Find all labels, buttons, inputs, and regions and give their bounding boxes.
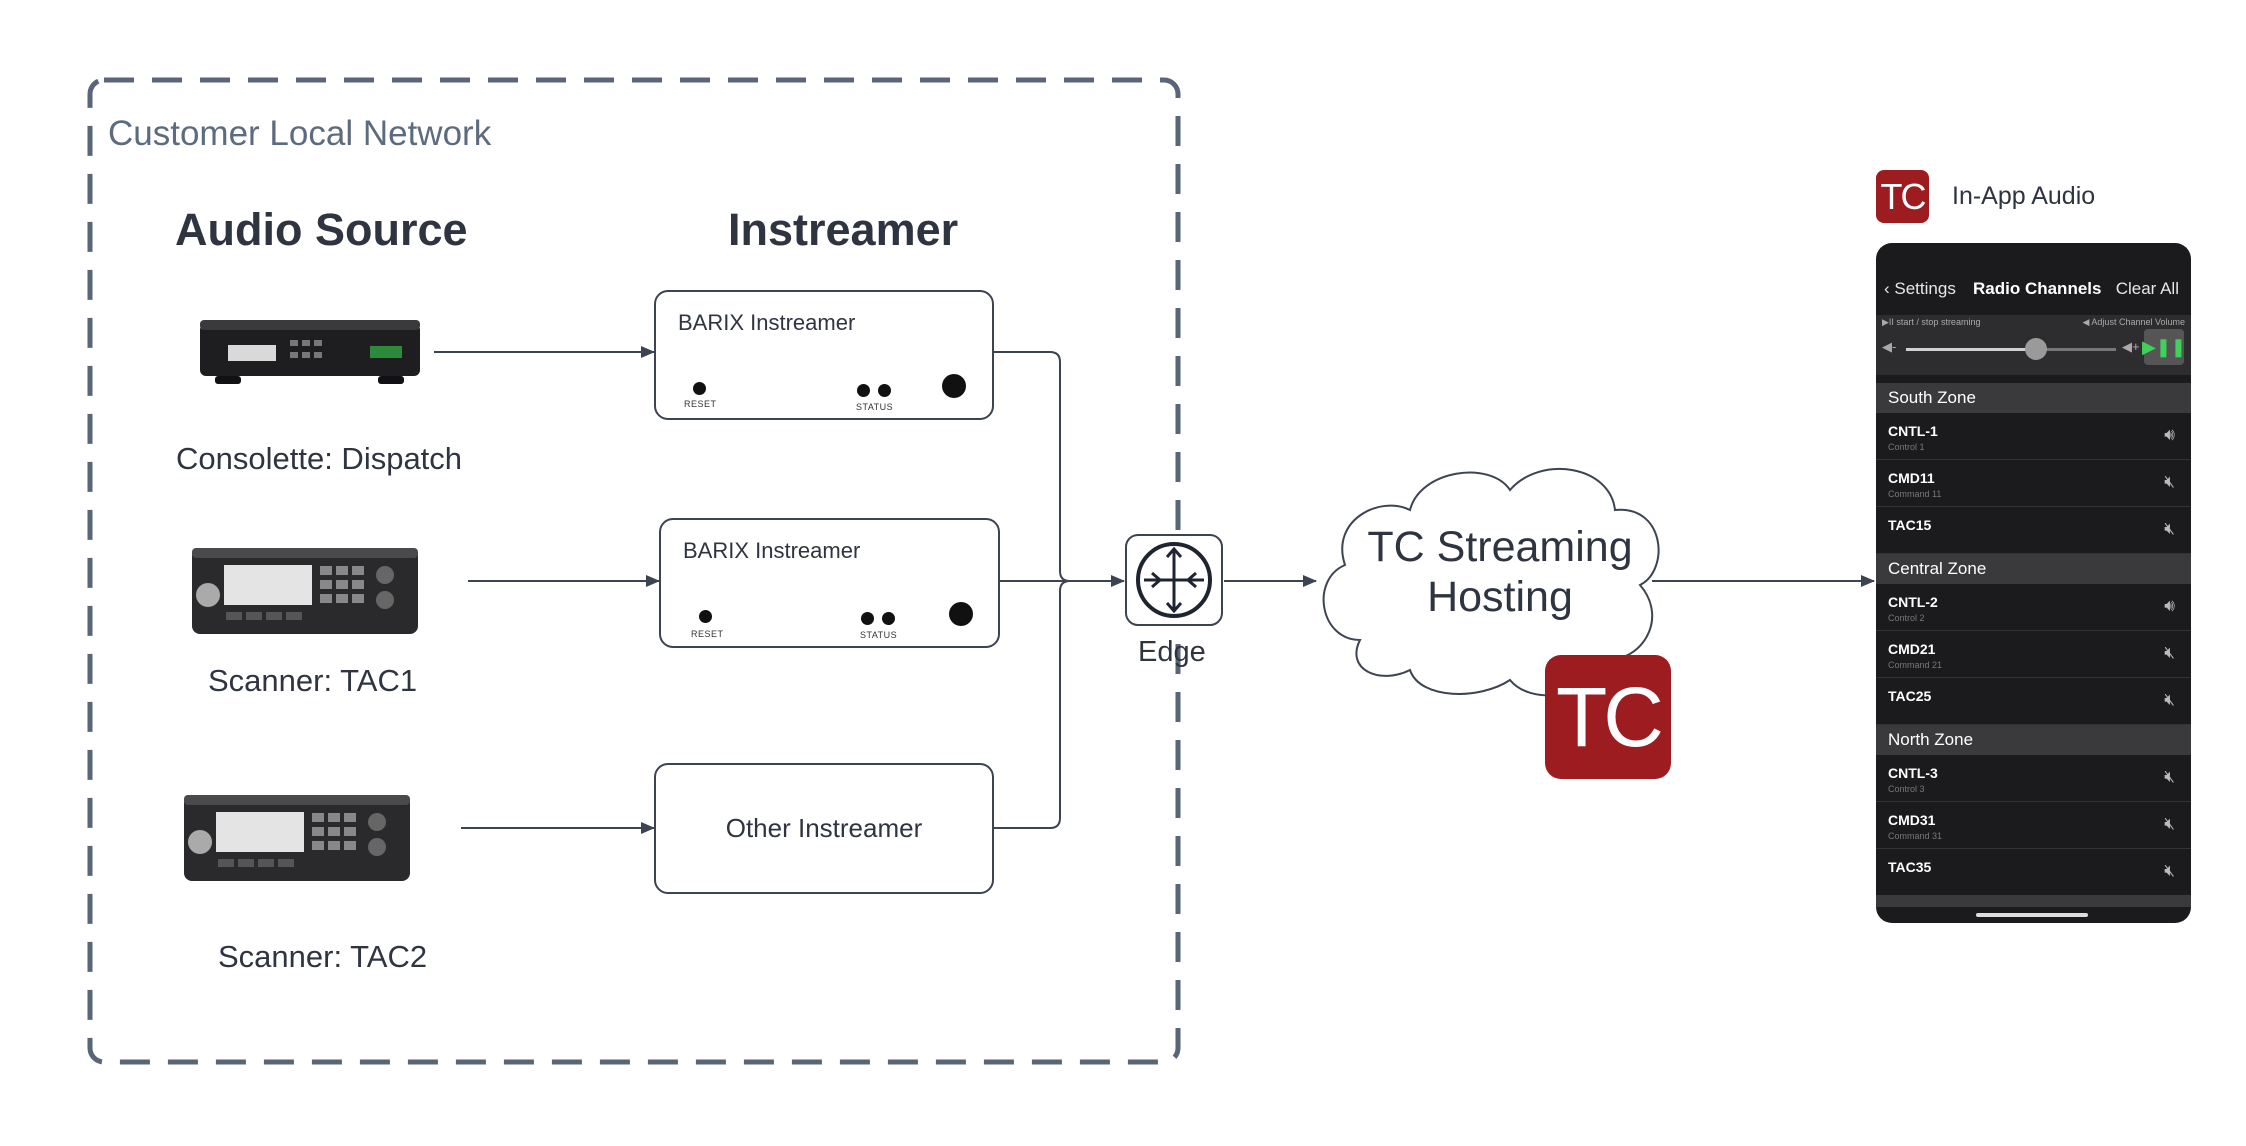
edge-router-icon [1125, 534, 1223, 626]
phone-nav-bar: ‹ Settings Radio Channels Clear All [1876, 279, 2191, 303]
cloud-label-line2: Hosting [1427, 573, 1573, 621]
channel-row[interactable]: TAC25 🔇︎ [1876, 678, 2191, 725]
speaker-muted-icon[interactable]: 🔇︎ [2164, 861, 2175, 880]
channel-name: CMD11 [1888, 470, 1935, 486]
channel-name: TAC25 [1888, 688, 1932, 704]
channel-name: TAC15 [1888, 517, 1932, 533]
channel-name: CNTL-2 [1888, 594, 1938, 610]
reset-led [693, 382, 706, 395]
source-label-tac2: Scanner: TAC2 [218, 939, 428, 974]
scanner-tac2-device-icon [184, 795, 410, 881]
next-zone-header-partial [1876, 895, 2191, 907]
speaker-muted-icon[interactable]: 🔇︎ [2164, 690, 2175, 709]
channel-description: Command 11 [1888, 489, 1942, 499]
network-label: Customer Local Network [108, 114, 492, 153]
channel-row[interactable]: TAC15 🔇︎ [1876, 507, 2191, 554]
screen-title: Radio Channels [1973, 279, 2102, 298]
volume-knob [949, 602, 973, 626]
status-led [857, 384, 870, 397]
audio-source-heading: Audio Source [175, 204, 468, 255]
speaker-muted-icon[interactable]: 🔇︎ [2164, 643, 2175, 662]
channel-name: CNTL-1 [1888, 423, 1938, 439]
channel-name: TAC35 [1888, 859, 1932, 875]
cloud-label: TC Streaming Hosting [1350, 522, 1650, 622]
instreamer-title: BARIX Instreamer [678, 310, 856, 335]
channel-description: Control 3 [1888, 784, 1925, 794]
clear-all-button[interactable]: Clear All [2115, 279, 2179, 298]
speaker-muted-icon[interactable]: 🔇︎ [2164, 814, 2175, 833]
cloud-shape [1322, 468, 1660, 697]
scanner-tac1-device-icon [192, 548, 418, 634]
volume-high-icon: ◀+ [2122, 339, 2140, 354]
tc-app-icon: TC [1876, 170, 1929, 223]
phone-app-screen: ‹ Settings Radio Channels Clear All ▶II … [1876, 243, 2191, 923]
instreamer-title: Other Instreamer [725, 813, 923, 843]
consolette-device-icon [200, 320, 420, 384]
instreamer-box-1: BARIX Instreamer RESET STATUS [654, 290, 994, 420]
playback-controls: ▶II start / stop streaming ◀ Adjust Chan… [1876, 315, 2191, 375]
channel-description: Command 31 [1888, 831, 1943, 841]
channel-description: Control 1 [1888, 442, 1925, 452]
channel-description: Command 21 [1888, 660, 1943, 670]
status-led [861, 612, 874, 625]
in-app-audio-label: In-App Audio [1952, 182, 2096, 210]
volume-slider-thumb[interactable] [2025, 338, 2048, 360]
instreamer-box-2: BARIX Instreamer RESET STATUS [659, 518, 1000, 648]
play-pause-button[interactable]: ▶❚❚ [2142, 329, 2187, 365]
cloud-label-line1: TC Streaming [1367, 523, 1633, 571]
zone-header: Central Zone [1876, 554, 2191, 584]
status-led [882, 612, 895, 625]
speaker-muted-icon[interactable]: 🔇︎ [2164, 519, 2175, 538]
speaker-muted-icon[interactable]: 🔇︎ [2164, 472, 2175, 491]
play-hint: ▶II start / stop streaming [1882, 317, 1981, 327]
zone-header: North Zone [1876, 725, 2191, 755]
zone-header: South Zone [1876, 383, 2191, 413]
connector-instreamer3-to-edge [994, 580, 1071, 829]
channel-name: CMD31 [1888, 812, 1936, 828]
play-pause-icon: ▶❚❚ [2142, 336, 2187, 357]
status-label: STATUS [856, 402, 894, 412]
source-label-tac1: Scanner: TAC1 [208, 663, 418, 698]
status-led [878, 384, 891, 397]
settings-back-button[interactable]: ‹ Settings [1884, 279, 1956, 298]
channel-name: CNTL-3 [1888, 765, 1938, 781]
volume-low-icon: ◀- [1882, 339, 1897, 354]
channel-description: Control 2 [1888, 613, 1925, 623]
chevron-left-icon: ‹ [1884, 279, 1895, 298]
status-label: STATUS [860, 630, 898, 640]
instreamer-title: BARIX Instreamer [683, 538, 861, 563]
speaker-on-icon[interactable]: 🔊︎ [2164, 596, 2175, 615]
edge-label: Edge [1138, 636, 1206, 668]
reset-label: RESET [691, 629, 724, 639]
home-indicator [1976, 913, 2088, 917]
channel-name: CMD21 [1888, 641, 1936, 657]
speaker-on-icon[interactable]: 🔊︎ [2164, 425, 2175, 444]
connector-instreamer1-to-edge [994, 351, 1125, 587]
instreamer-box-3: Other Instreamer [654, 763, 994, 894]
volume-hint: ◀ Adjust Channel Volume [2082, 317, 2186, 327]
reset-led [699, 610, 712, 623]
volume-slider[interactable] [1906, 338, 2116, 360]
volume-slider-fill [1906, 348, 2037, 351]
volume-knob [942, 374, 966, 398]
reset-label: RESET [684, 399, 717, 409]
channel-row[interactable]: TAC35 🔇︎ [1876, 849, 2191, 896]
speaker-muted-icon[interactable]: 🔇︎ [2164, 767, 2175, 786]
source-label-consolette: Consolette: Dispatch [176, 441, 463, 476]
tc-logo: TC [1545, 655, 1671, 779]
instreamer-heading: Instreamer [728, 204, 959, 255]
